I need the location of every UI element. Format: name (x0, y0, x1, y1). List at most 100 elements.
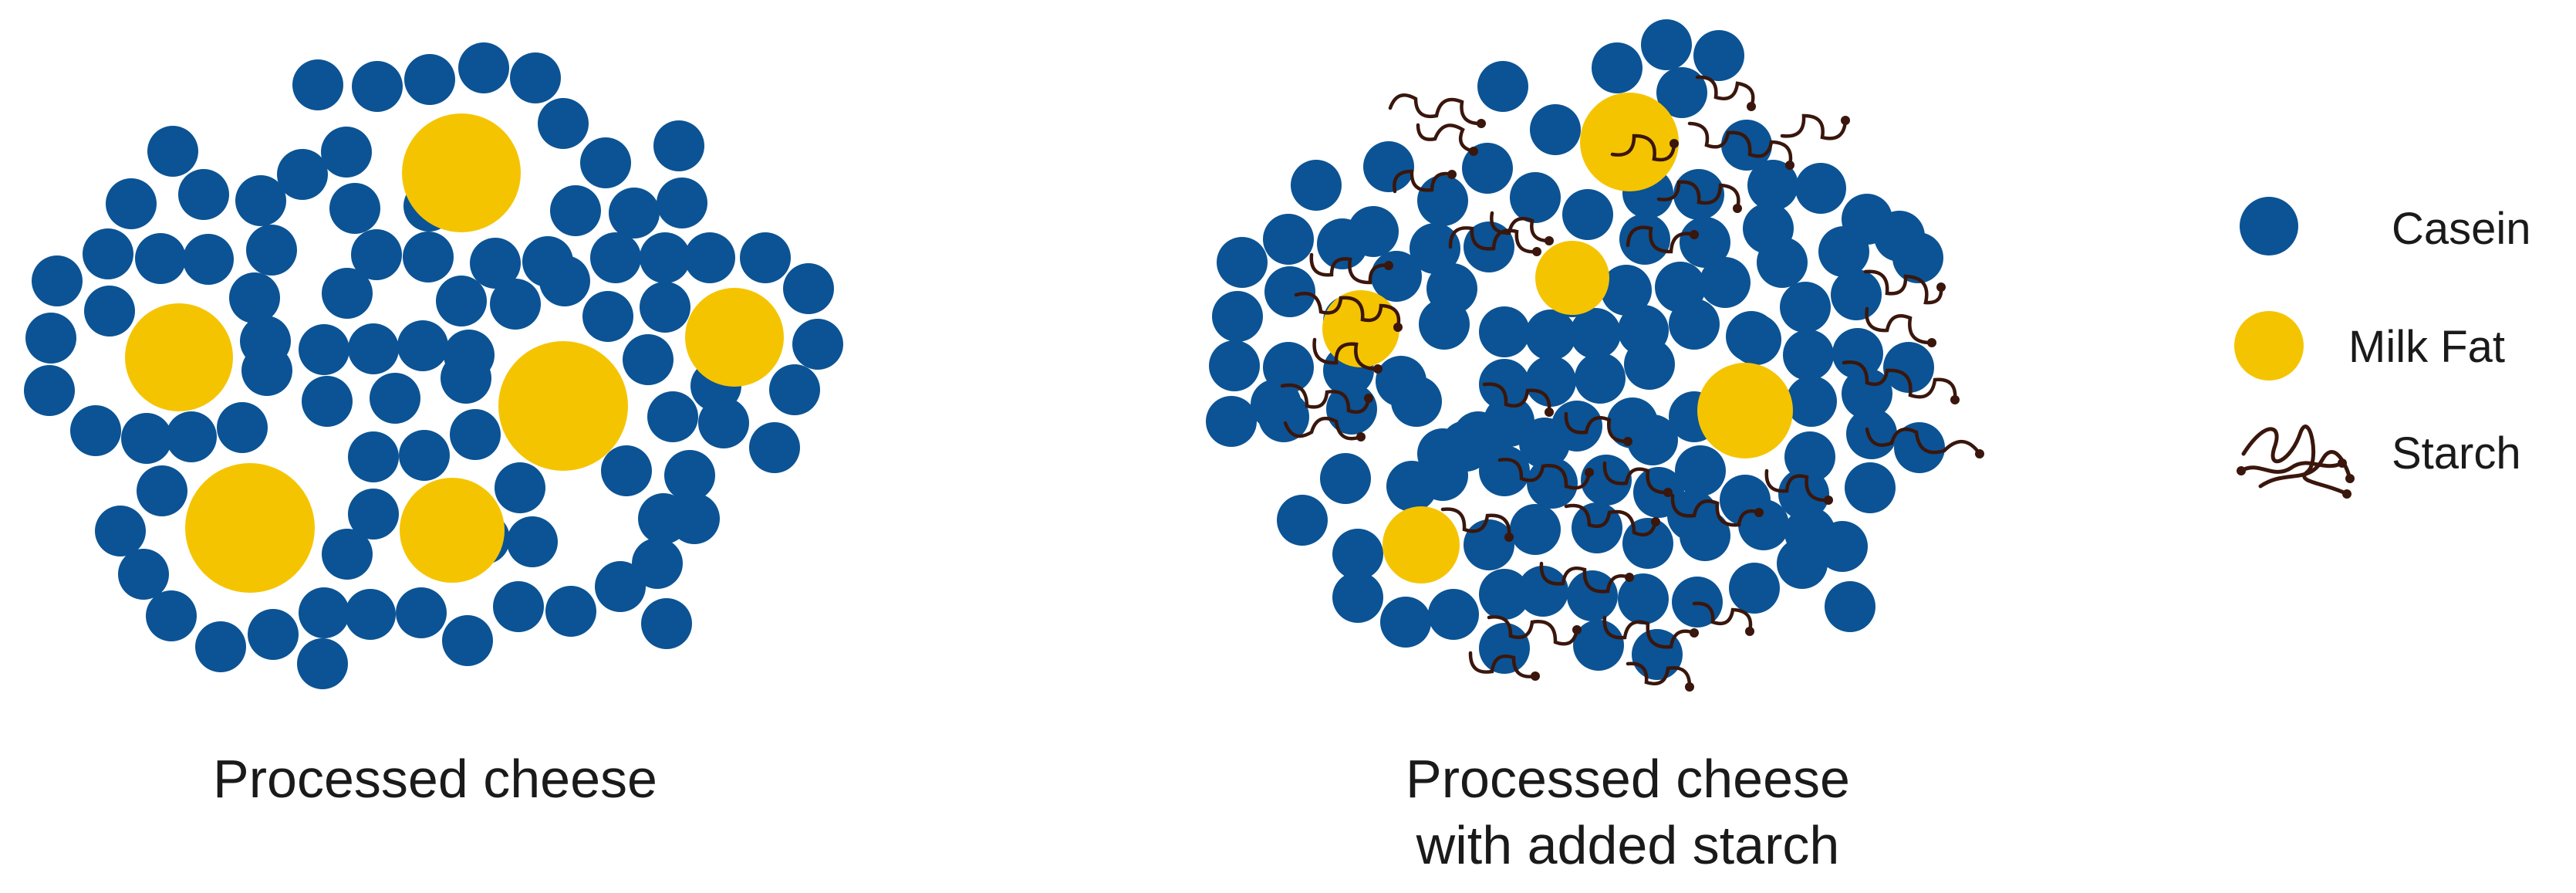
casein-particle (1527, 458, 1578, 509)
starch-strand (1564, 503, 1658, 537)
casein-particle (321, 127, 372, 178)
casein-particle (1417, 175, 1468, 226)
casein-particle (397, 320, 448, 371)
casein-particle (246, 225, 297, 276)
milk-fat-globule (185, 463, 315, 593)
starch-strand (1280, 383, 1371, 414)
casein-particle (493, 581, 544, 632)
starch-strand (1692, 601, 1753, 634)
milk-fat-globule (1697, 363, 1793, 458)
legend-casein-label: Casein (2392, 204, 2531, 254)
starch-strand (1564, 411, 1630, 444)
casein-particle (1818, 226, 1869, 277)
starch-strand (1695, 75, 1755, 109)
casein-particle (1206, 396, 1257, 447)
starch-strand (1468, 651, 1538, 678)
casein-particle (1212, 291, 1263, 342)
casein-particle (1332, 572, 1383, 623)
casein-particle (1780, 282, 1831, 333)
starch-strand-end (1356, 432, 1366, 441)
processed-cheese-with-starch-label-line1: Processed cheese (1406, 749, 1850, 809)
milk-fat-globule (1383, 506, 1460, 583)
starch-strand-end (1393, 323, 1403, 332)
casein-particle (1624, 339, 1675, 390)
starch-strand (1865, 427, 1982, 456)
casein-particle (1570, 308, 1621, 359)
starch-legend-end (2237, 466, 2246, 475)
casein-particle (1693, 30, 1744, 81)
casein-particle (302, 376, 353, 427)
casein-particle (1825, 581, 1875, 632)
starch-strand (1764, 468, 1831, 502)
casein-particle (450, 409, 501, 460)
casein-particle (1729, 563, 1780, 614)
casein-particle (1519, 418, 1570, 468)
casein-particle (70, 405, 121, 456)
casein-particle (641, 598, 692, 649)
starch-strand (1490, 211, 1551, 243)
casein-particle (749, 422, 800, 473)
casein-particle (740, 232, 791, 283)
starch-strand (1602, 615, 1697, 649)
casein-particle (1575, 353, 1626, 404)
starch-strand (1497, 458, 1592, 490)
casein-particle (1601, 265, 1652, 316)
casein-particle (507, 516, 558, 567)
starch-strand-end (1477, 119, 1486, 128)
casein-particle (436, 276, 487, 326)
casein-particle (1320, 453, 1371, 504)
starch-strand (1283, 417, 1363, 441)
starch-strand-end (1532, 247, 1541, 256)
casein-particle (595, 561, 646, 612)
casein-particle (590, 232, 641, 283)
legend-starch-label: Starch (2392, 428, 2521, 479)
casein-particle (1883, 342, 1934, 393)
starch-legend-end (2342, 489, 2351, 499)
casein-particle (609, 188, 660, 238)
casein-particle (1622, 518, 1673, 569)
starch-strand (1388, 93, 1484, 126)
casein-particle (217, 402, 268, 453)
casein-particle (135, 233, 186, 284)
casein-legend-icon (2240, 197, 2298, 255)
milk-fat-globule (402, 113, 521, 232)
casein-particle (1277, 495, 1328, 546)
starch-strand (1309, 252, 1391, 285)
starch-strand (1610, 134, 1676, 162)
casein-particle (698, 397, 749, 448)
casein-particle (1618, 573, 1669, 624)
starch-legend-end (2345, 474, 2355, 483)
casein-particle (1562, 189, 1613, 240)
starch-strand-end (1733, 204, 1742, 213)
starch-strand (1482, 382, 1551, 414)
starch-strand-end (1545, 408, 1554, 417)
casein-particle (1738, 499, 1789, 550)
casein-particle (1894, 422, 1945, 473)
starch-strand (1687, 121, 1793, 167)
starch-strand-end (1531, 671, 1540, 681)
starch-strand-end (1585, 468, 1594, 477)
casein-particle (1477, 61, 1528, 112)
casein-particle (550, 185, 601, 236)
casein-particle (1525, 356, 1576, 407)
casein-particle (118, 549, 169, 600)
casein-particle (640, 282, 690, 333)
casein-particle (1419, 299, 1470, 350)
casein-particle (538, 98, 589, 149)
casein-particle (1380, 597, 1431, 648)
casein-particle (792, 319, 843, 370)
casein-particle (684, 232, 735, 283)
milk-fat-globule (1580, 93, 1679, 191)
casein-particle (1777, 538, 1828, 589)
casein-particle (653, 120, 704, 171)
casein-particle (178, 169, 229, 220)
casein-particle (1675, 445, 1726, 496)
casein-particle (1846, 408, 1897, 459)
casein-particle (348, 431, 399, 482)
casein-particle (147, 126, 198, 177)
casein-particle (1264, 266, 1315, 317)
starch-strand-end (1623, 437, 1632, 446)
casein-particle (83, 228, 133, 279)
casein-particle (490, 279, 541, 330)
casein-particle (470, 238, 521, 289)
